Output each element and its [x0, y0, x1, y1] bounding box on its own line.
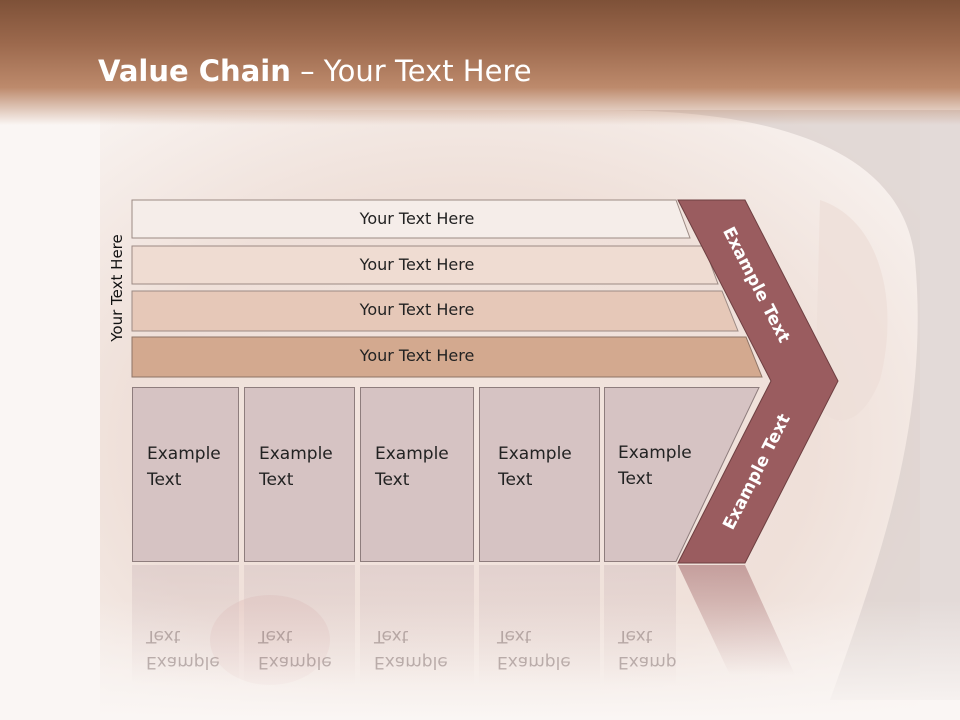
page-title: Value Chain – Your Text Here [98, 54, 532, 88]
header-band [0, 0, 960, 125]
side-label: Your Text Here [108, 234, 126, 342]
bar-1-label: Your Text Here [359, 209, 475, 228]
box-1-line1: Example [147, 444, 221, 464]
activity-box-2: Example Text [244, 387, 355, 562]
activity-box-1: Example Text [132, 387, 239, 562]
box-4-line2: Text [498, 470, 533, 490]
box-1-line2: Text [147, 470, 182, 490]
activity-box-3: Example Text [360, 387, 474, 562]
activity-box-5: Example Text [618, 440, 692, 492]
title-rest: – Your Text Here [290, 54, 532, 88]
title-bold: Value Chain [98, 54, 291, 88]
box-4-line1: Example [498, 444, 572, 464]
bar-2-label: Your Text Here [359, 255, 475, 274]
box-2-line2: Text [259, 470, 294, 490]
box-5-line2: Text [618, 469, 653, 489]
box-2-line1: Example [259, 444, 333, 464]
activity-box-4: Example Text [479, 387, 600, 562]
margin-chevron [677, 199, 839, 564]
box-3-line2: Text [375, 470, 410, 490]
box-5-line1: Example [618, 443, 692, 463]
bar-3-label: Your Text Here [359, 300, 475, 319]
activity-box-5-shape [604, 387, 760, 562]
chevron-reflection [678, 565, 795, 675]
bar-4-label: Your Text Here [359, 346, 475, 365]
box-3-line1: Example [375, 444, 449, 464]
